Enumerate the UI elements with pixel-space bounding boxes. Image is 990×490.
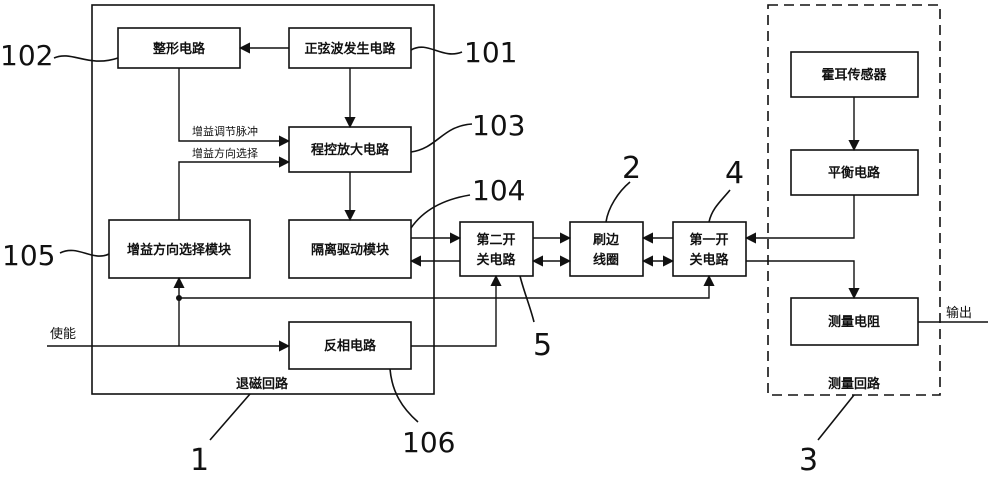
- sine-generator-block: 正弦波发生电路: [288, 27, 412, 69]
- degauss-loop-frame: [91, 4, 435, 395]
- pga-label: 程控放大电路: [311, 142, 390, 158]
- enable-label: 使能: [50, 326, 76, 342]
- shaping-circuit-label: 整形电路: [152, 41, 206, 57]
- hall-sensor-label: 霍耳传感器: [821, 67, 887, 83]
- leader-102: [53, 55, 119, 62]
- pga-block: 程控放大电路: [288, 126, 412, 173]
- balance-circuit-block: 平衡电路: [790, 149, 919, 196]
- ref-105: 105: [2, 239, 55, 272]
- leader-104: [410, 194, 471, 229]
- leader-2: [605, 181, 631, 223]
- leader-101: [410, 46, 463, 55]
- switch-2-label-line1: 第二开: [476, 232, 515, 248]
- ref-106: 106: [402, 426, 455, 459]
- ref-5: 5: [533, 328, 552, 363]
- ref-102: 102: [0, 39, 53, 72]
- reference-leaders: [53, 46, 855, 441]
- wire-balance-to-switch1: [744, 195, 855, 244]
- leader-106: [389, 368, 419, 423]
- leader-4: [708, 189, 731, 223]
- leader-3: [817, 394, 855, 441]
- measure-resistor-block: 测量电阻: [790, 297, 919, 346]
- switch-1-label-line2: 关电路: [689, 252, 729, 268]
- measure-loop-label: 测量回路: [828, 376, 881, 392]
- gain-direction-label: 增益方向选择模块: [127, 242, 232, 258]
- switch-1-label-line1: 第一开: [689, 232, 728, 248]
- hall-sensor-block: 霍耳传感器: [790, 51, 919, 98]
- wire-inverter-to-switch2: [411, 274, 502, 347]
- inverter-label: 反相电路: [324, 338, 377, 354]
- coil-block: 刷边 线圈: [569, 221, 644, 277]
- switch-1-block: 第一开 关电路: [672, 221, 747, 277]
- ref-101: 101: [464, 36, 517, 69]
- leader-105: [59, 249, 110, 257]
- shaping-circuit-block: 整形电路: [117, 27, 241, 69]
- isolation-driver-label: 隔离驱动模块: [311, 242, 390, 258]
- coil-label-line1: 刷边: [593, 233, 620, 248]
- isolation-driver-block: 隔离驱动模块: [288, 219, 412, 279]
- switch-2-label-line2: 关电路: [476, 252, 516, 268]
- wire-gain-pulse: [178, 68, 291, 147]
- gain-direction-block: 增益方向选择模块: [108, 219, 251, 279]
- ref-1: 1: [190, 443, 209, 478]
- balance-circuit-label: 平衡电路: [828, 165, 881, 181]
- coil-label-line2: 线圈: [593, 252, 619, 268]
- wire-gain-direction: [178, 156, 291, 220]
- switch-2-block: 第二开 关电路: [459, 221, 534, 277]
- junction-dot: [176, 295, 182, 301]
- gain-pulse-label: 增益调节脉冲: [192, 124, 258, 138]
- measure-resistor-label: 测量电阻: [828, 314, 880, 330]
- ref-3: 3: [799, 443, 818, 478]
- leader-5: [519, 275, 535, 323]
- inverter-block: 反相电路: [288, 321, 412, 370]
- output-label: 输出: [946, 305, 972, 321]
- wire-enable-to-switch1: [178, 274, 715, 346]
- connection-wires: [47, 42, 988, 352]
- wire-switch1-to-resistor: [746, 260, 860, 300]
- sine-generator-label: 正弦波发生电路: [304, 41, 396, 57]
- gain-direction-signal-label: 增益方向选择: [192, 146, 258, 160]
- leader-1: [209, 393, 251, 441]
- ref-2: 2: [622, 151, 641, 186]
- ref-104: 104: [472, 174, 525, 207]
- ref-4: 4: [725, 156, 744, 191]
- ref-103: 103: [472, 109, 525, 142]
- leader-103: [410, 123, 473, 153]
- degauss-loop-label: 退磁回路: [236, 376, 289, 392]
